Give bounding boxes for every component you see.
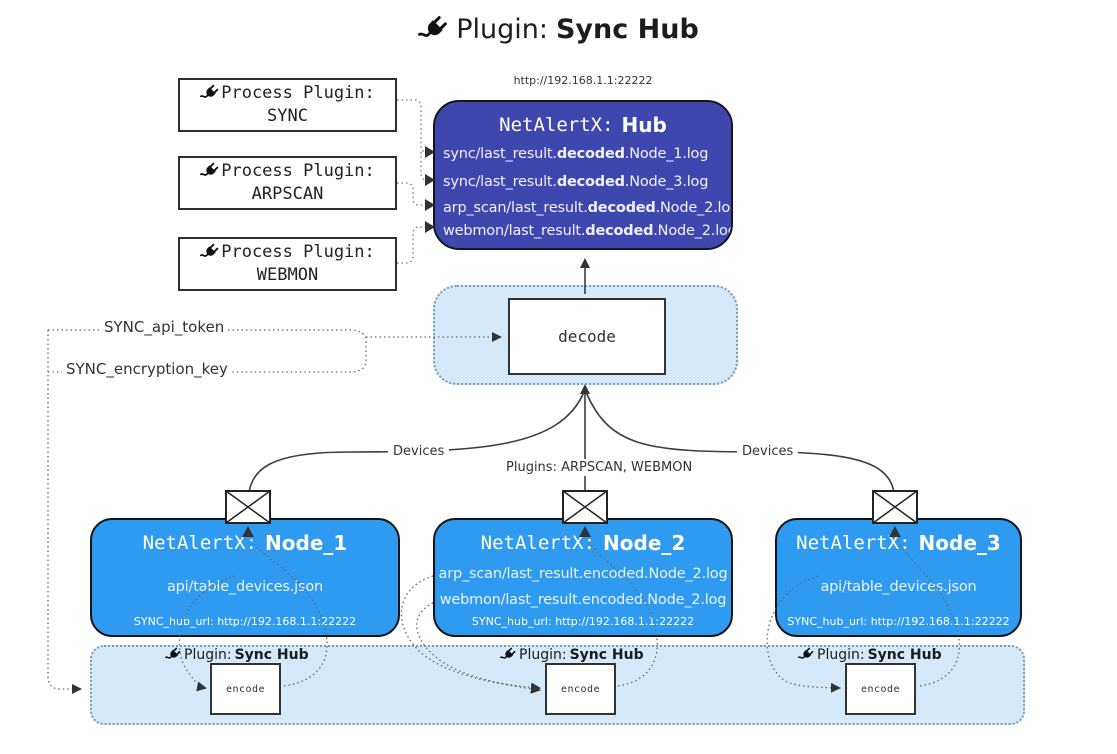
node-file-line: api/table_devices.json	[820, 578, 977, 595]
node-title-name: Node_3	[918, 531, 1001, 555]
plug-icon	[165, 647, 181, 663]
page-title-name: Sync Hub	[555, 14, 699, 45]
plug-icon	[200, 84, 219, 103]
node-file-line: webmon/last_result.encoded.Node_2.log	[439, 591, 727, 608]
process-plugin-name: SYNC	[267, 106, 308, 126]
edge-plugins-to-hub	[397, 99, 427, 264]
encode-box-2: encode	[545, 663, 616, 715]
plug-icon	[798, 647, 814, 663]
node-title-label: NetAlertX:	[480, 532, 596, 554]
node-title-name: Node_2	[603, 531, 686, 555]
node-1-box: NetAlertX: Node_1 api/table_devices.json…	[90, 518, 400, 637]
sync-encryption-key-label: SYNC_encryption_key	[62, 359, 232, 379]
node-hub-url: SYNC_hub_url: http://192.168.1.1:22222	[471, 615, 695, 628]
node-hub-url: SYNC_hub_url: http://192.168.1.1:22222	[787, 615, 1010, 628]
envelope-icon	[225, 490, 271, 524]
sync-api-token-label: SYNC_api_token	[100, 317, 229, 337]
hub-log-line: webmon/last_result.decoded.Node_2.log	[443, 222, 733, 239]
devices-left-label: Devices	[388, 443, 450, 460]
process-plugin-label: Process Plugin:	[221, 242, 375, 262]
process-plugin-box-sync: Process Plugin: SYNC	[178, 78, 397, 132]
node-title-label: NetAlertX:	[796, 532, 911, 554]
plug-icon	[500, 647, 516, 663]
node-3-box: NetAlertX: Node_3 api/table_devices.json…	[775, 518, 1022, 637]
page-title-label: Plugin:	[456, 14, 548, 45]
process-plugin-label: Process Plugin:	[221, 83, 375, 103]
hub-url: http://192.168.1.1:22222	[513, 74, 653, 87]
hub-log-line: sync/last_result.decoded.Node_3.log	[443, 174, 709, 190]
node-hub-url: SYNC_hub_url: http://192.168.1.1:22222	[133, 615, 357, 628]
node-file-line: api/table_devices.json	[166, 578, 323, 595]
plug-icon	[200, 243, 219, 262]
hub-log-line: arp_scan/last_result.decoded.Node_2.log	[443, 199, 733, 216]
node-file-line: arp_scan/last_result.encoded.Node_2.log	[438, 565, 728, 582]
plug-icon	[200, 162, 219, 181]
encode-plugin-label-3: Plugin: Sync Hub	[798, 647, 942, 663]
hub-box: NetAlertX: Hub sync/last_result.decoded.…	[433, 100, 733, 250]
node-2-box: NetAlertX: Node_2 arp_scan/last_result.e…	[433, 518, 733, 637]
decode-box: decode	[508, 298, 666, 375]
hub-log-line: sync/last_result.decoded.Node_1.log	[443, 146, 709, 162]
hub-title-label: NetAlertX:	[499, 114, 614, 136]
process-plugin-box-webmon: Process Plugin: WEBMON	[178, 237, 397, 291]
encode-plugin-label-1: Plugin: Sync Hub	[165, 647, 309, 663]
envelope-icon	[562, 490, 608, 524]
encode-box-3: encode	[845, 663, 916, 715]
encode-plugin-label-2: Plugin: Sync Hub	[500, 647, 644, 663]
node-title-name: Node_1	[265, 531, 348, 555]
process-plugin-name: ARPSCAN	[251, 184, 324, 204]
process-plugin-label: Process Plugin:	[221, 161, 375, 181]
plug-icon	[418, 15, 448, 45]
envelope-icon	[872, 490, 918, 524]
encode-box-1: encode	[210, 663, 281, 715]
hub-title-name: Hub	[621, 113, 667, 137]
plugins-mid-label: Plugins: ARPSCAN, WEBMON	[501, 459, 698, 476]
process-plugin-name: WEBMON	[256, 265, 319, 285]
page-title: Plugin: Sync Hub	[0, 14, 1117, 45]
process-plugin-box-arpscan: Process Plugin: ARPSCAN	[178, 156, 397, 210]
node-title-label: NetAlertX:	[142, 532, 258, 554]
devices-right-label: Devices	[737, 443, 799, 460]
